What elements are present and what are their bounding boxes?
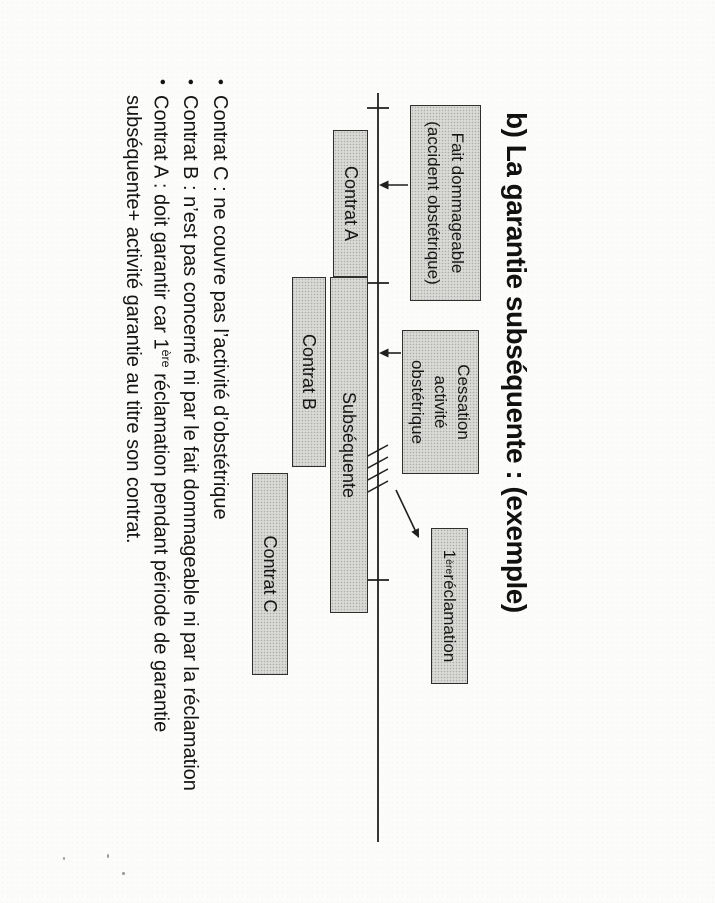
arrow-cessation — [379, 348, 401, 358]
arrowhead — [411, 528, 419, 538]
hatch-stroke — [365, 468, 389, 482]
bullet-text: Contrat B : n’est pas concerné ni par le… — [179, 95, 201, 791]
bullet-text: réclamation pendant période de garantie — [149, 367, 172, 733]
arrow-fait-dommageable — [379, 180, 408, 190]
scan-speck — [122, 872, 125, 875]
arrowhead — [379, 180, 389, 190]
hatch-stroke — [365, 456, 389, 470]
bar-contrat-a: Contrat A — [333, 130, 368, 277]
bar-label: Contrat A — [341, 165, 361, 242]
arrow-premiere-reclamation — [395, 489, 419, 538]
bullet-contrat-a-line2: subséquente+ activité garantie au titre … — [121, 95, 144, 544]
arrowhead — [379, 348, 389, 358]
bar-contrat-b: Contrat B — [292, 277, 326, 467]
bullet-marker: • — [153, 79, 172, 85]
hatch-stroke — [365, 480, 389, 494]
scan-speck — [63, 857, 65, 860]
bar-label: Subséquente — [339, 391, 360, 499]
bullet-marker: • — [211, 79, 230, 85]
bar-subsequente: Subséquente — [330, 277, 368, 613]
timeline-hatch-break — [365, 444, 389, 494]
bullet-contrat-a-line1: • Contrat A : doit garantir car 1ère récl… — [148, 79, 173, 733]
ordinal-superscript: ère — [159, 349, 173, 368]
scan-speck — [107, 854, 109, 858]
hatch-stroke — [365, 444, 389, 458]
bullet-contrat-b: • Contrat B : n’est pas concerné ni par l… — [178, 79, 201, 791]
bullet-marker: • — [181, 79, 200, 85]
bullet-text: Contrat A : doit garantir car 1 — [149, 95, 172, 350]
bar-label: Contrat C — [260, 535, 281, 613]
bar-label: Contrat B — [299, 333, 320, 411]
bullet-text: subséquente+ activité garantie au titre … — [122, 95, 144, 544]
bar-contrat-c: Contrat C — [252, 473, 288, 675]
bullet-text: Contrat C : ne couvre pas l’activité d’o… — [209, 95, 231, 520]
bullet-contrat-c: • Contrat C : ne couvre pas l’activité d’… — [208, 79, 231, 520]
